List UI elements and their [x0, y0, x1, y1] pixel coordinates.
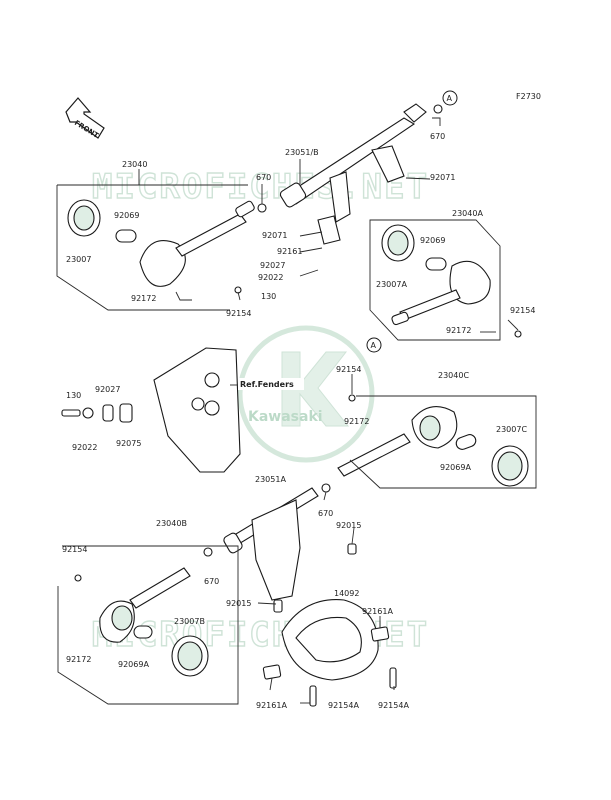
label-23051a: 23051A	[255, 475, 286, 484]
kawasaki-logo: Kawasaki	[237, 325, 375, 463]
label-92154-c: 92154	[336, 365, 361, 374]
ref-fenders-label: Ref.Fenders	[240, 380, 294, 389]
label-23040a: 23040A	[452, 209, 483, 218]
label-92027-a: 92027	[260, 261, 285, 270]
frame-lines	[56, 184, 537, 705]
label-670-a: 670	[256, 173, 271, 182]
turn-signal-23040b	[74, 547, 213, 677]
mount-bracket	[61, 347, 241, 473]
label-23007: 23007	[66, 255, 91, 264]
label-92154-d: 92154	[62, 545, 87, 554]
light-bar-rear	[223, 483, 357, 601]
label-23007b: 23007B	[174, 617, 205, 626]
label-23040b: 23040B	[156, 519, 187, 528]
label-670-c: 670	[318, 509, 333, 518]
svg-text:A: A	[447, 94, 453, 103]
label-23007a: 23007A	[376, 280, 407, 289]
label-92154a: 92154A	[328, 701, 359, 710]
label-92154-b: 92154	[510, 306, 535, 315]
label-92161a-2: 92161A	[256, 701, 287, 710]
callout-a-mid: A	[366, 337, 382, 353]
figure-code: F2730	[516, 92, 541, 101]
label-92069a: 92069A	[440, 463, 471, 472]
label-23051b: 23051/B	[285, 148, 319, 157]
label-92015-a: 92015	[336, 521, 361, 530]
turn-signal-23040	[67, 199, 267, 294]
label-92069-b: 92069	[420, 236, 445, 245]
label-92154: 92154	[226, 309, 251, 318]
label-92161a: 92161A	[362, 607, 393, 616]
label-92022-a: 92022	[258, 273, 283, 282]
label-92071-a: 92071	[430, 173, 455, 182]
watermark-top: MICROFICHES.NET	[92, 167, 429, 207]
label-92172: 92172	[131, 294, 156, 303]
label-92069a-2: 92069A	[118, 660, 149, 669]
label-130-b: 130	[66, 391, 81, 400]
label-92154a-2: 92154A	[378, 701, 409, 710]
label-92022-b: 92022	[72, 443, 97, 452]
label-130-a: 130	[261, 292, 276, 301]
part-labels: 23040 92069 23007 92172 92154 670 23051/…	[62, 132, 535, 710]
brand-text: Kawasaki	[248, 409, 323, 425]
light-bar-top	[279, 103, 443, 245]
callout-a-top: A	[442, 90, 458, 106]
label-92172-d: 92172	[66, 655, 91, 664]
label-670-d: 670	[204, 577, 219, 586]
turn-signal-23040c	[337, 394, 529, 487]
label-23007c: 23007C	[496, 425, 527, 434]
label-92161: 92161	[277, 247, 302, 256]
front-arrow-icon: FRONT	[65, 97, 105, 140]
label-23040: 23040	[122, 160, 147, 169]
label-670-b: 670	[430, 132, 445, 141]
label-92075: 92075	[116, 439, 141, 448]
label-23040c: 23040C	[438, 371, 469, 380]
label-92069: 92069	[114, 211, 139, 220]
label-92172-c: 92172	[344, 417, 369, 426]
label-14092: 14092	[334, 589, 359, 598]
label-92015-b: 92015	[226, 599, 251, 608]
label-92027-b: 92027	[95, 385, 120, 394]
cover-14092	[262, 599, 397, 707]
label-92172-b: 92172	[446, 326, 471, 335]
turn-signal-23040a	[381, 224, 522, 338]
svg-text:A: A	[371, 341, 377, 350]
leader-lines	[138, 117, 519, 704]
label-92071-b: 92071	[262, 231, 287, 240]
